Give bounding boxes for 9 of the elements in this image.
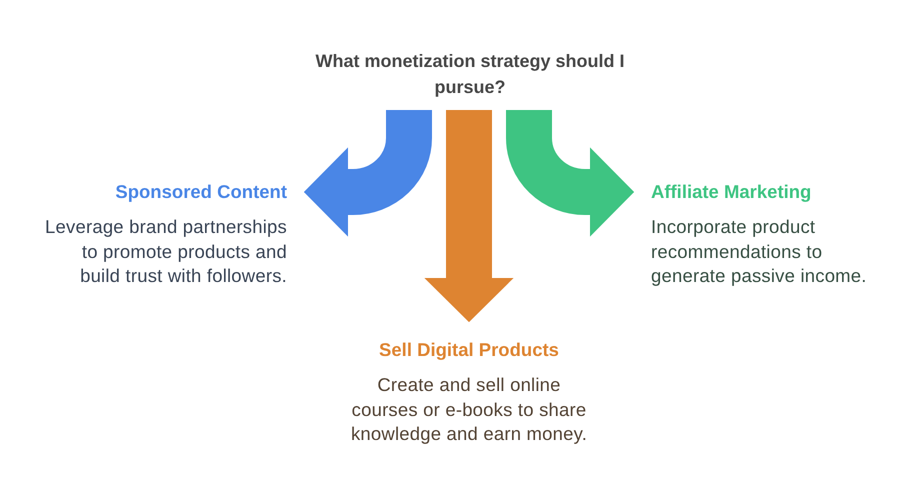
option-description: Leverage brand partnerships to promote products and build trust with followers. bbox=[44, 215, 287, 288]
option-heading: Sell Digital Products bbox=[379, 338, 559, 362]
option-description: Incorporate product recommendations to generate passive income. bbox=[651, 215, 868, 288]
curved-arrow bbox=[304, 110, 432, 236]
curved-arrow bbox=[506, 110, 634, 236]
question-text: What monetization strategy should I pursue? bbox=[314, 50, 626, 99]
option-description: Create and sell online courses or e-books to share knowledge and earn money. bbox=[350, 373, 588, 446]
option-heading: Affiliate Marketing bbox=[651, 180, 812, 204]
option-heading: Sponsored Content bbox=[115, 180, 287, 204]
